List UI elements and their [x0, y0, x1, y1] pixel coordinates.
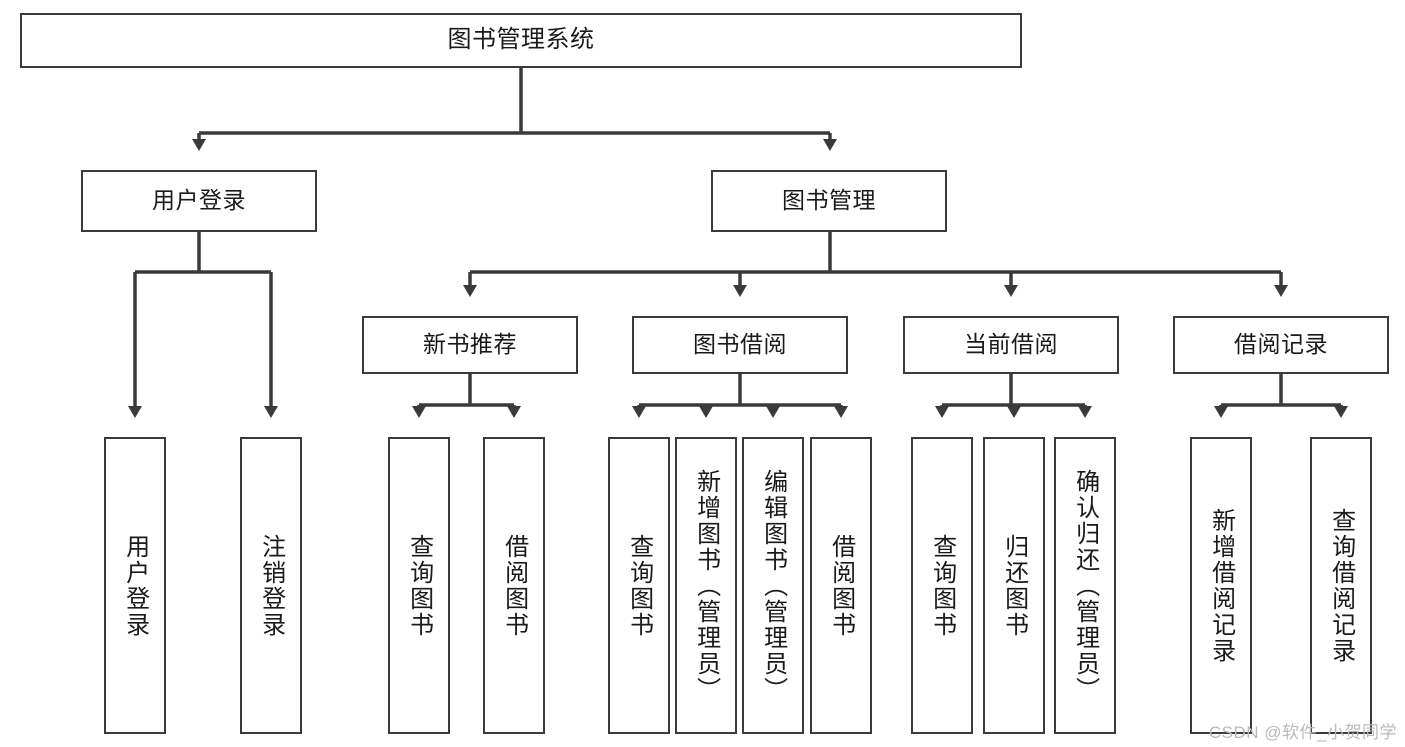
node-leaf-query-book-1[interactable]: 查询图书: [388, 437, 450, 734]
node-leaf-add-record-label: 新增借阅记录: [1207, 507, 1235, 664]
node-leaf-query-record[interactable]: 查询借阅记录: [1310, 437, 1372, 734]
node-leaf-borrow-book-2[interactable]: 借阅图书: [810, 437, 872, 734]
node-new-book-rec[interactable]: 新书推荐: [362, 316, 578, 374]
node-leaf-user-login-label: 用户登录: [121, 533, 149, 638]
node-leaf-confirm-return[interactable]: 确认归还（管理员）: [1054, 437, 1116, 734]
node-leaf-query-book-2-label: 查询图书: [625, 533, 653, 638]
node-leaf-borrow-book-1-label: 借阅图书: [500, 533, 528, 638]
node-book-borrow-label: 图书借阅: [693, 331, 787, 358]
node-leaf-query-book-1-label: 查询图书: [405, 533, 433, 638]
node-leaf-return-book[interactable]: 归还图书: [983, 437, 1045, 734]
node-user-login[interactable]: 用户登录: [81, 170, 317, 232]
node-leaf-confirm-return-label: 确认归还（管理员）: [1071, 468, 1099, 703]
node-leaf-logout-label: 注销登录: [257, 533, 285, 638]
node-leaf-query-book-3-label: 查询图书: [928, 533, 956, 638]
node-root[interactable]: 图书管理系统: [20, 13, 1022, 68]
node-book-borrow[interactable]: 图书借阅: [632, 316, 848, 374]
node-leaf-edit-book[interactable]: 编辑图书（管理员）: [742, 437, 804, 734]
node-new-book-rec-label: 新书推荐: [423, 331, 517, 358]
node-leaf-add-book[interactable]: 新增图书（管理员）: [675, 437, 737, 734]
node-leaf-borrow-book-2-label: 借阅图书: [827, 533, 855, 638]
node-leaf-query-record-label: 查询借阅记录: [1327, 507, 1355, 664]
node-root-label: 图书管理系统: [447, 26, 595, 54]
node-leaf-add-record[interactable]: 新增借阅记录: [1190, 437, 1252, 734]
csdn-watermark: CSDN @软件_小贺同学: [1208, 723, 1397, 742]
node-book-manage[interactable]: 图书管理: [711, 170, 947, 232]
node-current-borrow-label: 当前借阅: [964, 331, 1058, 358]
node-leaf-edit-book-label: 编辑图书（管理员）: [759, 468, 787, 703]
node-leaf-query-book-2[interactable]: 查询图书: [608, 437, 670, 734]
node-leaf-add-book-label: 新增图书（管理员）: [692, 468, 720, 703]
node-leaf-logout[interactable]: 注销登录: [240, 437, 302, 734]
node-book-manage-label: 图书管理: [782, 187, 876, 214]
node-current-borrow[interactable]: 当前借阅: [903, 316, 1119, 374]
node-leaf-user-login[interactable]: 用户登录: [104, 437, 166, 734]
node-leaf-borrow-book-1[interactable]: 借阅图书: [483, 437, 545, 734]
node-borrow-record[interactable]: 借阅记录: [1173, 316, 1389, 374]
node-leaf-query-book-3[interactable]: 查询图书: [911, 437, 973, 734]
node-user-login-label: 用户登录: [152, 187, 246, 214]
node-borrow-record-label: 借阅记录: [1234, 331, 1328, 358]
node-leaf-return-book-label: 归还图书: [1000, 533, 1028, 638]
